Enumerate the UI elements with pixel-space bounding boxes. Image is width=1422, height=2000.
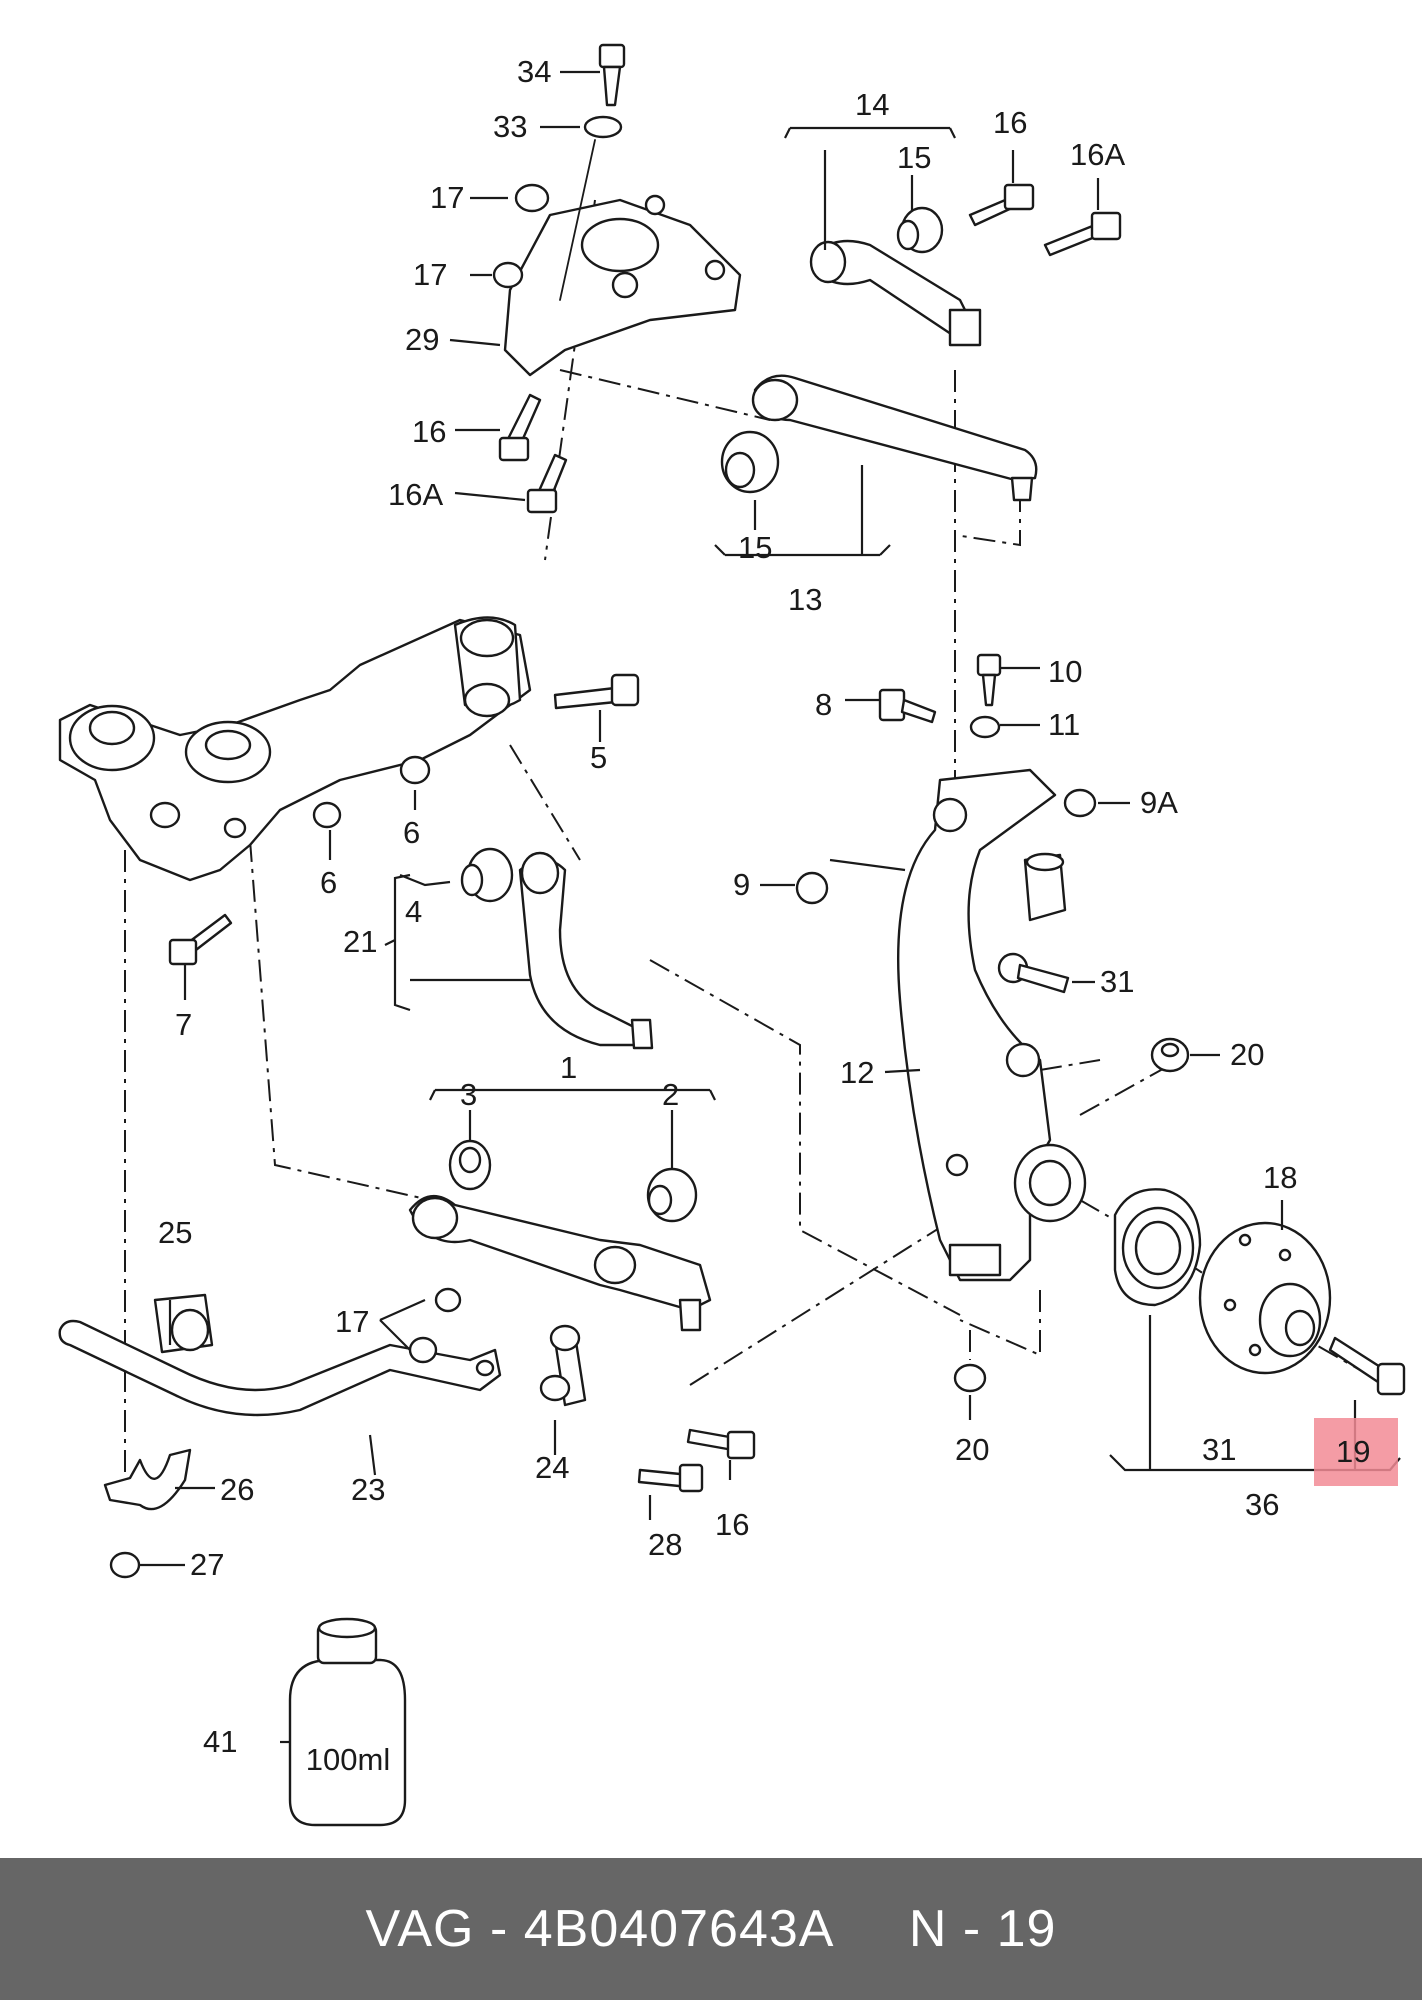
callout-16: 16: [993, 105, 1027, 140]
highlight-box-19: [1314, 1418, 1398, 1486]
nut-20-upper: [1150, 1037, 1190, 1073]
nut-27: [109, 1551, 141, 1579]
bushing-25: [153, 1293, 214, 1354]
callout-16a: 16A: [388, 477, 443, 512]
bushing-2: [646, 1167, 698, 1223]
hub-bolt-19[interactable]: [1328, 1336, 1406, 1396]
bolt-5: [553, 673, 640, 710]
upper-arm-14: [809, 239, 982, 347]
exploded-parts-diagram: 100ml: [58, 43, 1406, 1827]
callout-23: 23: [351, 1472, 385, 1507]
callout-2: 2: [662, 1077, 679, 1112]
stabilizer-bar-23: [58, 1319, 502, 1417]
bolt-8: [878, 688, 937, 724]
bolt-7: [168, 913, 233, 966]
callout-6: 6: [403, 815, 420, 850]
lower-arm-1: [408, 1195, 712, 1332]
callout-25: 25: [158, 1215, 192, 1250]
bolt-34: [598, 43, 626, 107]
bolt-31-knuckle: [997, 952, 1070, 994]
bolt-16-upper-left: [498, 393, 542, 462]
callout-4: 4: [405, 894, 422, 929]
lower-arm-21: [518, 851, 654, 1050]
callout-16a: 16A: [1070, 137, 1125, 172]
nut-9a: [1063, 788, 1097, 818]
callout-16: 16: [412, 414, 446, 449]
callout-21: 21: [343, 924, 377, 959]
callout-15: 15: [897, 140, 931, 175]
bolt-10: [976, 653, 1002, 707]
bushing-15-lower: [720, 430, 780, 494]
callout-6: 6: [320, 865, 337, 900]
callout-17: 17: [335, 1304, 369, 1339]
washer-11: [969, 715, 1001, 739]
bushing-4: [460, 847, 514, 903]
link-24: [539, 1324, 587, 1407]
callout-20: 20: [955, 1432, 989, 1467]
callout-7: 7: [175, 1007, 192, 1042]
callout-33: 33: [493, 109, 527, 144]
callout-36: 36: [1245, 1487, 1279, 1522]
callout-9: 9: [733, 867, 750, 902]
clamp-26: [103, 1448, 192, 1511]
leader-lines: [140, 70, 1401, 1744]
callout-3: 3: [460, 1077, 477, 1112]
nut-6: [312, 755, 431, 829]
callout-8: 8: [815, 687, 832, 722]
callout-26: 26: [220, 1472, 254, 1507]
callout-13: 13: [788, 582, 822, 617]
callout-12: 12: [840, 1055, 874, 1090]
callout-24: 24: [535, 1450, 569, 1485]
callout-18: 18: [1263, 1160, 1297, 1195]
callout-28: 28: [648, 1527, 682, 1562]
grease-bottle-41: 100ml: [288, 1617, 407, 1827]
upper-mount-bracket: [503, 194, 742, 377]
subframe: [58, 616, 532, 882]
upper-arm-13: [751, 374, 1038, 502]
sensor: [1023, 852, 1067, 922]
callout-27: 27: [190, 1547, 224, 1582]
callout-11: 11: [1048, 707, 1080, 742]
bushing-3: [448, 1139, 492, 1191]
bolt-16a-upper-left: [526, 453, 568, 514]
callout-labels: 34 33 17 17 29 16 16A 14 15 16 16A 15 13…: [158, 54, 1370, 1759]
footer-part-number: 4B0407643A: [523, 1900, 832, 1958]
callout-34: 34: [517, 54, 551, 89]
nut-17-upper: [492, 183, 550, 289]
callout-20: 20: [1230, 1037, 1264, 1072]
bolt-16a-upper-right: [1043, 211, 1122, 257]
bolt-28: [637, 1463, 704, 1493]
bushing-15-upper: [896, 206, 944, 254]
footer-text: VAG - 4B0407643A N - 19: [365, 1900, 1057, 1958]
footer-brand: VAG: [365, 1900, 475, 1958]
callout-31: 31: [1100, 964, 1134, 999]
callout-29: 29: [405, 322, 439, 357]
callout-17: 17: [430, 180, 464, 215]
bolt-16-lower: [686, 1428, 756, 1460]
footer-position: N - 19: [908, 1900, 1057, 1958]
callout-5: 5: [590, 740, 607, 775]
callout-9a: 9A: [1140, 785, 1178, 820]
callout-1: 1: [560, 1050, 577, 1085]
part-info-footer: VAG - 4B0407643A N - 19: [0, 1858, 1422, 2000]
callout-16: 16: [715, 1507, 749, 1542]
callout-15: 15: [738, 530, 772, 565]
nut-20-lower: [953, 1363, 987, 1393]
callout-41: 41: [203, 1724, 237, 1759]
nut-9: [795, 871, 829, 905]
callout-19: 19: [1336, 1434, 1370, 1469]
callout-17: 17: [413, 257, 447, 292]
steering-knuckle-12: [897, 768, 1087, 1282]
callout-14: 14: [855, 87, 889, 122]
wheel-hub-18: [1198, 1221, 1332, 1375]
nut-17-lower: [408, 1287, 462, 1364]
callout-31: 31: [1202, 1432, 1236, 1467]
callout-10: 10: [1048, 654, 1082, 689]
washer-33: [583, 115, 623, 139]
bottle-label: 100ml: [306, 1742, 390, 1777]
bolt-16-upper-right: [968, 183, 1035, 227]
wheel-bearing-31: [1113, 1188, 1202, 1307]
